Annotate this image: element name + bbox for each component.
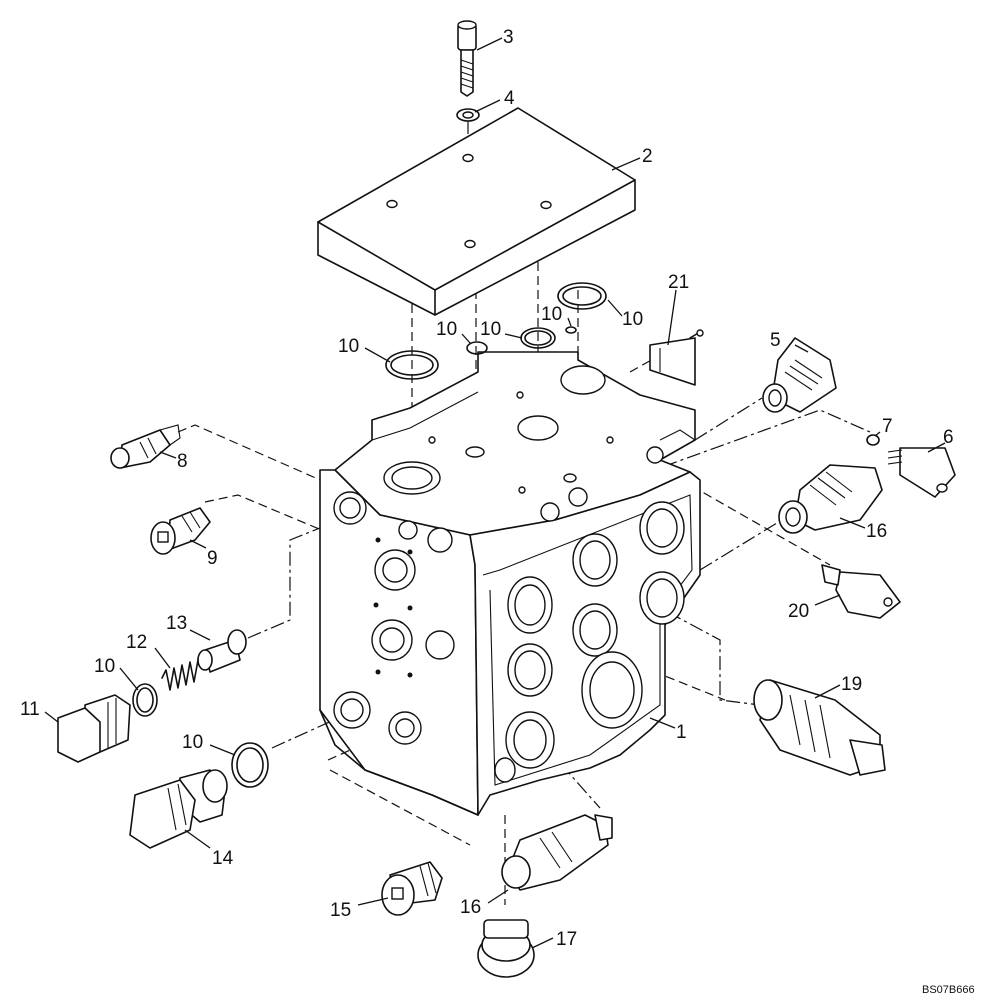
relief-valve-16-upper: [778, 464, 883, 534]
callout-13: 13: [166, 613, 187, 634]
callout-2: 2: [642, 146, 653, 167]
check-valve-8: [110, 424, 181, 469]
callout-14: 14: [212, 848, 234, 869]
callout-3: 3: [503, 27, 514, 48]
callout-16-upper: 16: [866, 521, 887, 542]
callout-15: 15: [330, 900, 351, 921]
callout-10-c: 10: [480, 319, 501, 340]
callout-labels: 3 4 2 10 10 10 10 10 21 5 7 6 16 20 19 1…: [20, 27, 975, 996]
callout-19: 19: [841, 674, 862, 695]
callout-5: 5: [770, 330, 781, 351]
callout-11: 11: [20, 699, 40, 720]
valve-19: [753, 679, 886, 776]
callout-8: 8: [177, 451, 188, 472]
cartridge-5: [762, 337, 837, 413]
valve-20: [821, 564, 901, 619]
callout-10-b: 10: [436, 319, 457, 340]
plug-6: [887, 447, 956, 498]
spool-13: [197, 629, 247, 673]
o-ring-10-lower: [231, 742, 269, 788]
callout-10-a: 10: [338, 336, 359, 357]
callout-20: 20: [788, 601, 809, 622]
valve-body: [319, 351, 701, 816]
callout-6: 6: [943, 427, 954, 448]
o-ring-7: [866, 434, 880, 446]
bracket: [649, 329, 704, 386]
cap-screw: [457, 20, 477, 97]
spring-12: [161, 659, 199, 691]
callout-7: 7: [882, 416, 893, 437]
plug-11: [57, 694, 131, 763]
plug-9: [150, 507, 211, 555]
relief-valve-16-lower: [501, 814, 613, 891]
o-rings-top: [385, 282, 607, 380]
callout-10-e: 10: [622, 309, 643, 330]
callout-16-lower: 16: [460, 897, 481, 918]
plug-15: [381, 861, 443, 916]
washer: [456, 108, 480, 122]
reference-code: BS07B666: [922, 984, 975, 996]
callout-10-d: 10: [541, 304, 562, 325]
callout-17: 17: [556, 929, 577, 950]
callout-4: 4: [504, 88, 515, 109]
callout-21: 21: [668, 272, 689, 293]
callout-1: 1: [676, 722, 687, 743]
callout-12: 12: [126, 632, 147, 653]
callout-10-f: 10: [94, 656, 115, 677]
plug-17: [477, 919, 535, 978]
callout-10-g: 10: [182, 732, 203, 753]
plug-14: [129, 769, 228, 849]
callout-9: 9: [207, 548, 218, 569]
leader-lines: [44, 37, 946, 949]
o-ring-10-left: [132, 683, 158, 717]
cover-plate: [317, 107, 636, 316]
